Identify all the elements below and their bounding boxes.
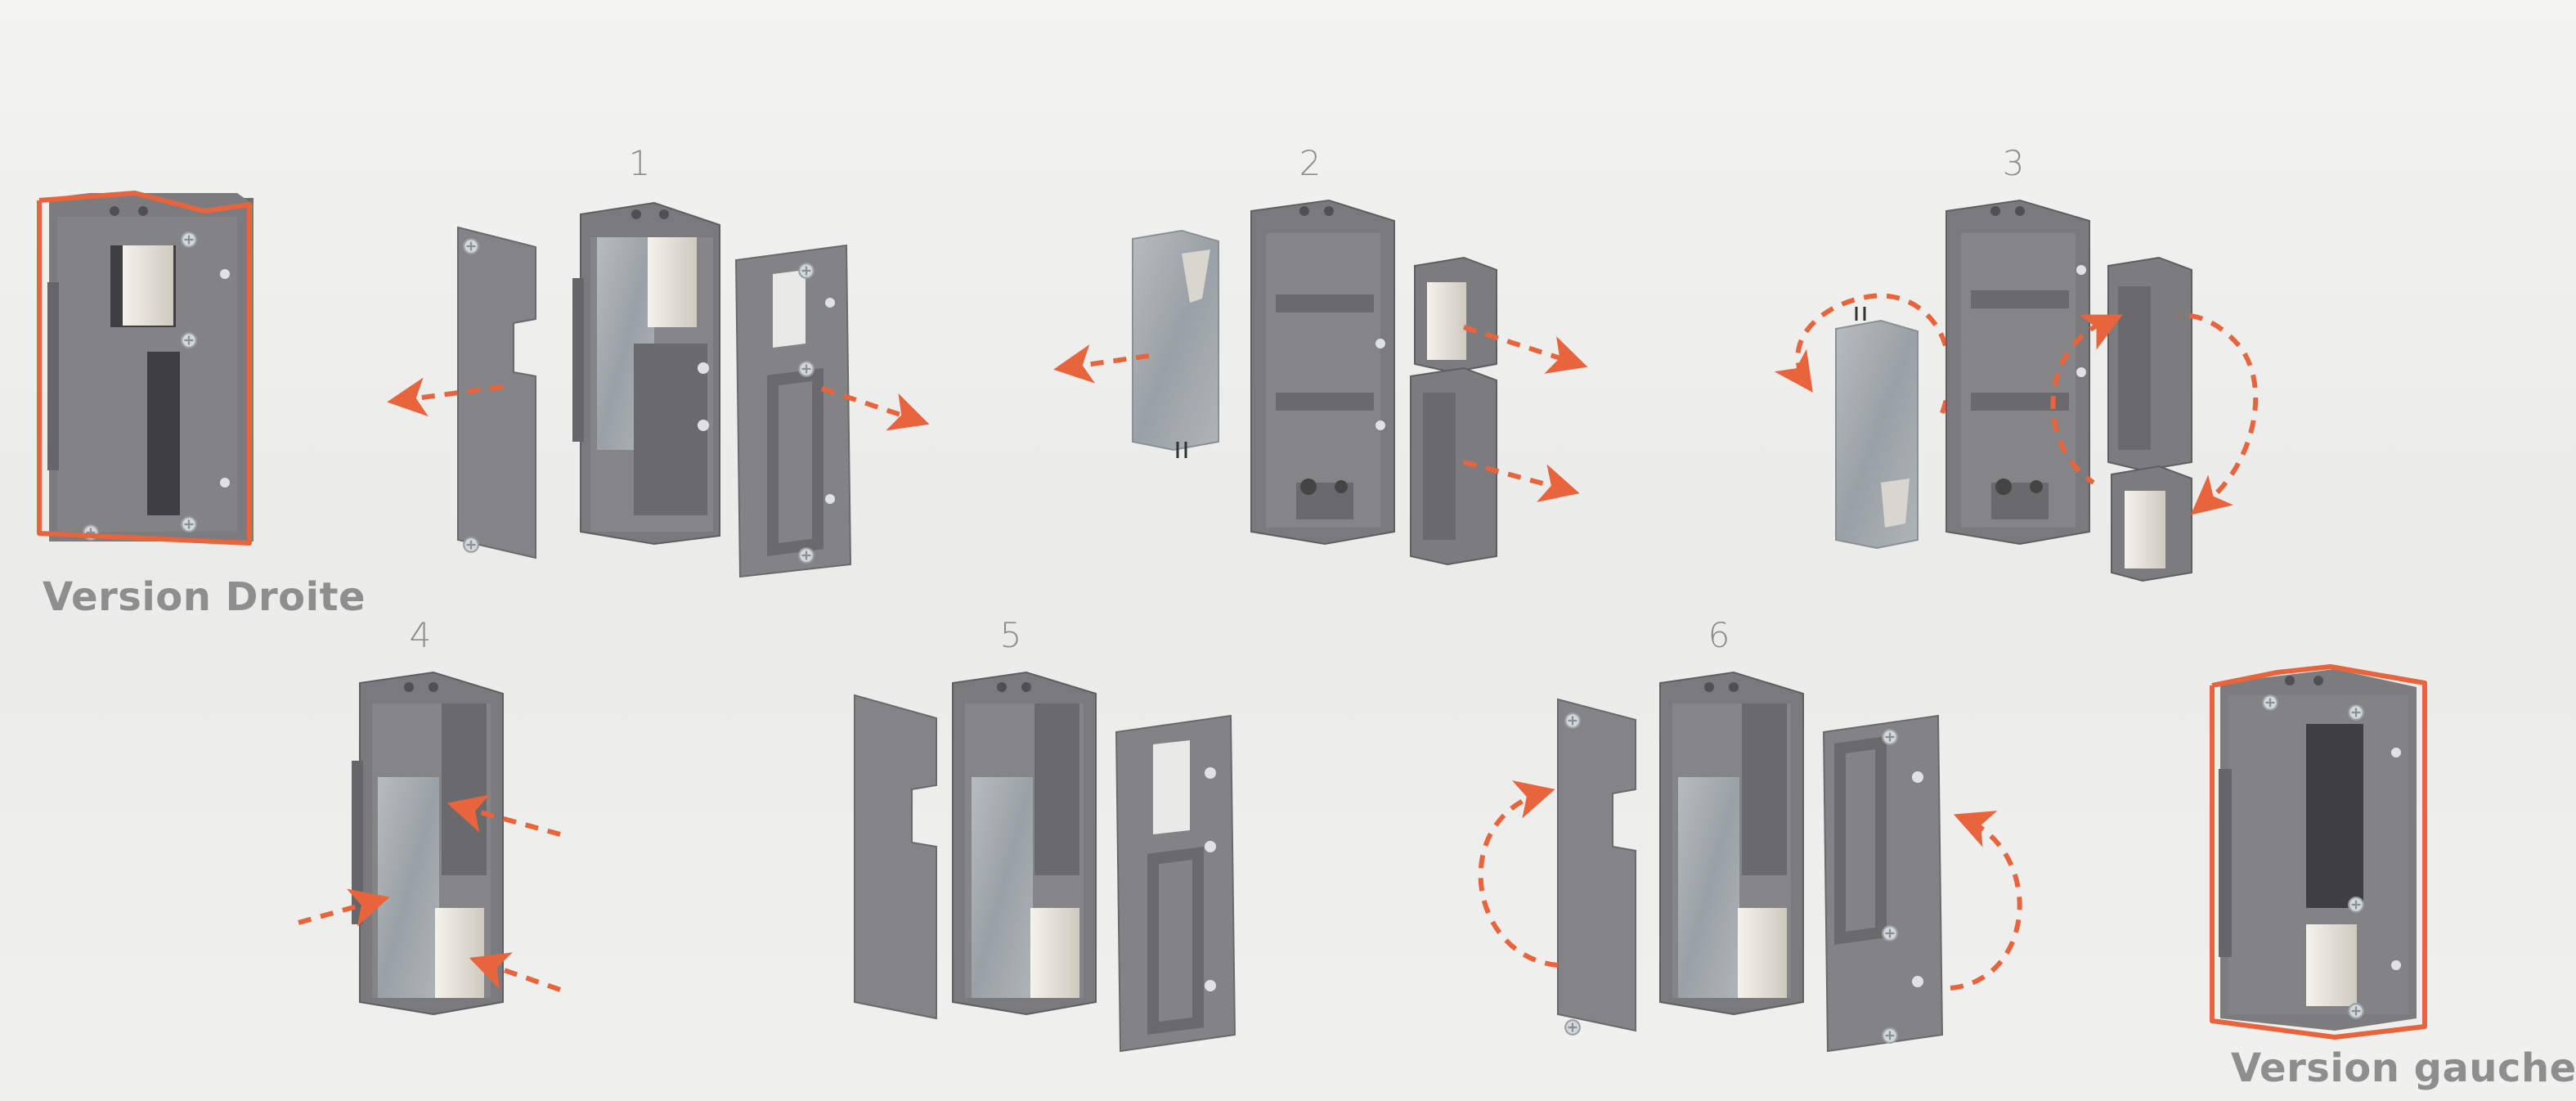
version-right-label: Version Droite bbox=[43, 574, 366, 620]
step-6-front-plate bbox=[1557, 698, 1636, 1032]
step-1-arrow-left bbox=[387, 377, 504, 417]
step-4-label: 4 bbox=[409, 615, 432, 655]
version-left-lock bbox=[2210, 664, 2427, 1040]
step-1-label: 1 bbox=[628, 143, 651, 183]
step-3-illustration bbox=[1774, 199, 2259, 582]
step-1-arrow-right bbox=[821, 386, 930, 431]
step-5-label: 5 bbox=[999, 615, 1022, 655]
version-left-label: Version gauche bbox=[2231, 1045, 2576, 1091]
step-1-front-plate bbox=[457, 226, 536, 559]
step-5-front-plate bbox=[854, 694, 937, 1020]
step-2-illustration bbox=[1053, 199, 1588, 566]
version-right-outline bbox=[37, 191, 252, 546]
step-6-illustration bbox=[1478, 671, 2022, 1053]
step-2-label: 2 bbox=[1299, 143, 1322, 183]
step-4-arrow-top bbox=[447, 794, 561, 837]
step-5-illustration bbox=[854, 671, 1236, 1053]
step-4-arrow-left bbox=[298, 888, 390, 927]
step-3-label: 3 bbox=[2002, 143, 2025, 183]
step-4-illustration bbox=[298, 671, 561, 1016]
step-4-arrow-bottom bbox=[469, 952, 561, 992]
step-5-back-plate bbox=[1115, 714, 1236, 1053]
step-2-arrow-right-top bbox=[1463, 325, 1588, 374]
step-2-arrow-right-bottom bbox=[1463, 460, 1580, 502]
step-2-arrow-left bbox=[1053, 344, 1150, 384]
step-6-label: 6 bbox=[1708, 615, 1730, 655]
version-left-outline bbox=[2210, 664, 2427, 1040]
version-right-lock bbox=[37, 191, 254, 546]
step-6-rotate-arrow-left bbox=[1478, 780, 1559, 968]
step-6-rotate-arrow-right bbox=[1950, 811, 2022, 991]
step-1-illustration bbox=[387, 201, 930, 578]
